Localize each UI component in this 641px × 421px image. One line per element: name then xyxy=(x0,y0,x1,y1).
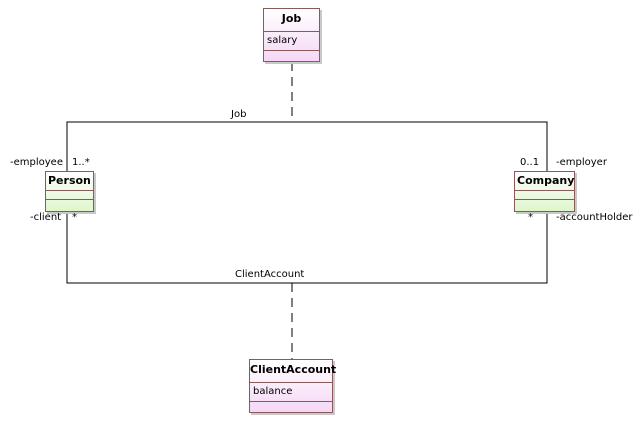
job-class-name: Job xyxy=(264,9,319,32)
job-association-line[interactable] xyxy=(66,121,548,171)
employee-role-label: -employee xyxy=(10,157,63,168)
company-class-name: Company xyxy=(515,172,574,191)
client-account-class-attribute: balance xyxy=(250,383,332,402)
client-account-class-name: ClientAccount xyxy=(250,360,336,383)
account-holder-role-label: -accountHolder xyxy=(556,212,633,223)
client-role-label: -client xyxy=(30,212,62,223)
employer-multiplicity-label: 0..1 xyxy=(520,157,540,168)
job-class-attribute: salary xyxy=(264,32,319,51)
employer-role-label: -employer xyxy=(556,157,607,168)
job-association-name: Job xyxy=(231,109,247,120)
client-account-association-name: ClientAccount xyxy=(235,269,305,280)
person-class[interactable]: Person xyxy=(45,171,94,212)
person-class-attributes xyxy=(46,191,93,200)
job-association-class[interactable]: Job salary xyxy=(263,8,320,62)
company-class-attributes xyxy=(515,191,574,200)
client-account-association-line[interactable] xyxy=(66,212,548,284)
employee-multiplicity-label: 1..* xyxy=(72,157,90,168)
company-class[interactable]: Company xyxy=(514,171,575,212)
person-class-name: Person xyxy=(46,172,93,191)
account-holder-multiplicity-label: * xyxy=(528,212,533,223)
client-multiplicity-label: * xyxy=(72,212,77,223)
client-account-association-class[interactable]: ClientAccount balance xyxy=(249,359,336,413)
